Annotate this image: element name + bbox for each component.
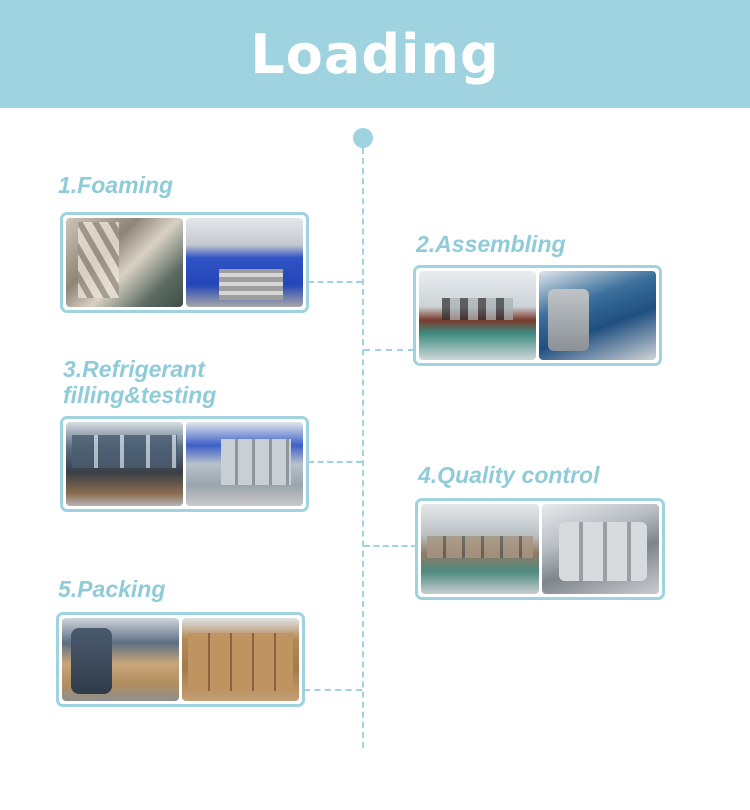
refrigerant-photo-left [66, 422, 183, 506]
connector-foaming [308, 281, 362, 283]
photo-packing [56, 612, 305, 707]
connector-quality [364, 545, 417, 547]
connector-assembling [364, 349, 414, 351]
assembling-photo-right [539, 271, 656, 360]
step-label-quality: 4.Quality control [418, 462, 600, 488]
refrigerant-photo-right [186, 422, 303, 506]
step-label-assembling: 2.Assembling [416, 231, 566, 257]
step-label-foaming: 1.Foaming [58, 172, 174, 198]
foaming-photo-right [186, 218, 303, 307]
photo-assembling [413, 265, 662, 366]
step-label-refrigerant: 3.Refrigerant filling&testing [63, 356, 216, 408]
timeline-start-dot [353, 128, 373, 148]
photo-quality [415, 498, 665, 600]
step-label-refrigerant-line1: 3.Refrigerant [63, 356, 205, 382]
packing-photo-left [62, 618, 179, 701]
connector-refrigerant [308, 461, 362, 463]
step-label-packing: 5.Packing [58, 576, 166, 602]
header-banner: Loading [0, 0, 750, 108]
packing-photo-right [182, 618, 299, 701]
assembling-photo-left [419, 271, 536, 360]
photo-refrigerant [60, 416, 309, 512]
timeline-line [362, 148, 364, 748]
step-label-refrigerant-line2: filling&testing [63, 382, 217, 408]
foaming-photo-left [66, 218, 183, 307]
quality-photo-left [421, 504, 539, 594]
photo-foaming [60, 212, 309, 313]
page-title: Loading [250, 22, 500, 86]
connector-packing [304, 689, 362, 691]
quality-photo-right [541, 504, 659, 594]
